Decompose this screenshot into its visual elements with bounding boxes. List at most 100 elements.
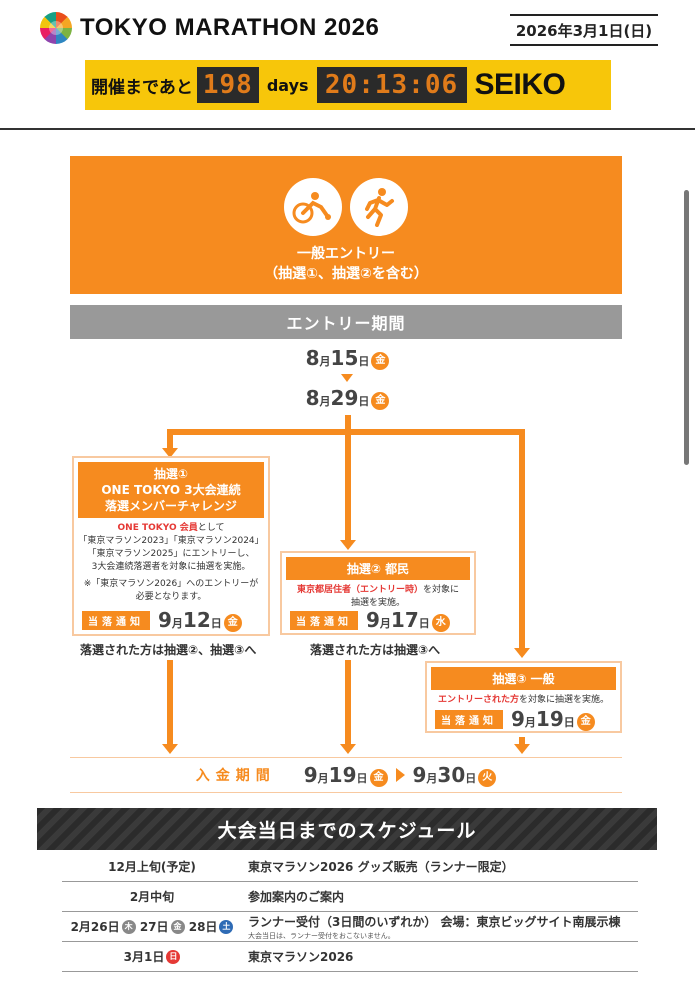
month: 9: [303, 763, 318, 787]
note-text: 必要となります。: [135, 592, 207, 602]
day-unit: 日: [356, 772, 368, 785]
lottery-2-notify: 当落通知 9月17日水: [290, 608, 450, 632]
entrant-text: エントリーされた方: [437, 695, 519, 705]
lottery-1-subtitle: ONE TOKYO 3大会連続: [101, 483, 241, 497]
entry-end-date: 8月29日金: [0, 386, 695, 410]
arrow-down-icon: [340, 744, 356, 754]
flow-line: [519, 429, 525, 649]
date-text: 28日: [188, 920, 218, 934]
schedule-what: 参加案内のご案内: [248, 890, 345, 904]
month-unit: 月: [317, 772, 329, 785]
weekday-badge: 土: [219, 920, 234, 934]
weekday-badge: 金: [223, 614, 242, 632]
month: 9: [412, 763, 427, 787]
weekday-badge: 金: [371, 352, 390, 370]
countdown-time: 20:13:06: [316, 67, 467, 103]
general-entry-banner: 一般エントリー （抽選①、抽選②を含む）: [70, 156, 622, 294]
weekday-badge: 金: [576, 713, 595, 731]
desc-text: 「東京マラソン2025」にエントリーし、: [87, 549, 255, 559]
date-text: 3月1日: [123, 950, 165, 964]
month-unit: 月: [379, 617, 391, 630]
month: 9: [511, 707, 525, 731]
day: 30: [437, 763, 466, 787]
note-text: ※「東京マラソン2026」へのエントリーが: [83, 579, 259, 589]
desc-text: 抽選を実施。: [350, 598, 405, 608]
arrow-down-icon: [514, 648, 530, 658]
month-unit: 月: [319, 355, 331, 368]
flow-line: [345, 415, 351, 430]
weekday-badge: 水: [431, 614, 450, 632]
day: 12: [182, 608, 211, 632]
notify-date: 9月19日金: [511, 707, 595, 731]
month-unit: 月: [171, 617, 183, 630]
lottery-1-notify: 当落通知 9月12日金: [82, 608, 242, 632]
schedule-what: ランナー受付（3日間のいずれか） 会場：東京ビッグサイト南展示棟 大会当日は、ラ…: [242, 913, 638, 941]
desc-text: として: [197, 523, 225, 533]
logo-text: TOKYO MARATHON 2026: [80, 14, 380, 41]
race-date: 2026年3月1日(日): [510, 14, 658, 46]
arrow-down-icon: [162, 448, 178, 458]
countdown-prefix: 開催まであと: [91, 77, 193, 98]
day-unit: 日: [358, 395, 370, 408]
payment-period: 入金期間 9月19日金 9月30日火: [70, 757, 622, 793]
countdown-days-unit: days: [266, 75, 309, 95]
lottery-2-header: 抽選② 都民: [286, 557, 470, 580]
weekday-badge: 火: [478, 769, 497, 787]
schedule-title: 大会当日までのスケジュール: [37, 808, 657, 850]
site-header: TOKYO MARATHON 2026 2026年3月1日(日) 開催まであと …: [0, 0, 695, 130]
flow-line: [345, 660, 351, 745]
schedule-row: 3月1日日 東京マラソン2026: [62, 942, 638, 972]
tokyo-resident-text: 東京都居住者（エントリー時）: [296, 585, 423, 595]
schedule-when: 12月上旬(予定): [108, 860, 196, 874]
lottery-1-box: 抽選① ONE TOKYO 3大会連続 落選メンバーチャレンジ ONE TOKY…: [72, 456, 270, 636]
one-tokyo-member-text: ONE TOKYO 会員: [117, 523, 198, 533]
lottery-3-box: 抽選③ 一般 エントリーされた方を対象に抽選を実施。 当落通知 9月19日金: [425, 661, 622, 733]
schedule-when: 2月26日木 27日金 28日土: [62, 918, 242, 935]
scrollbar-thumb[interactable]: [684, 190, 689, 465]
lottery-3-description: エントリーされた方を対象に抽選を実施。: [427, 694, 620, 707]
countdown-banner[interactable]: 開催まであと 198 days 20:13:06 SEIKO: [85, 60, 611, 110]
month: 8: [305, 346, 320, 370]
day: 19: [328, 763, 357, 787]
general-entry-title: 一般エントリー （抽選①、抽選②を含む）: [70, 244, 622, 284]
flow-line: [167, 660, 173, 745]
sponsor-logo: SEIKO: [474, 68, 566, 101]
lottery-1-title: 抽選①: [153, 467, 189, 481]
arrow-down-icon: [341, 374, 353, 382]
entry-start-date: 8月15日金: [0, 346, 695, 370]
lottery-1-header: 抽選① ONE TOKYO 3大会連続 落選メンバーチャレンジ: [78, 462, 264, 518]
day: 15: [330, 346, 359, 370]
arrow-down-icon: [162, 744, 178, 754]
runner-icon: [350, 178, 408, 236]
lottery-1-description: ONE TOKYO 会員として 「東京マラソン2023」「東京マラソン2024」…: [74, 522, 268, 604]
arrow-right-icon: [395, 768, 405, 782]
banner-title-line2: （抽選①、抽選②を含む）: [264, 266, 428, 282]
notify-label: 当落通知: [435, 709, 503, 729]
schedule-when: 3月1日日: [62, 948, 242, 965]
month-unit: 月: [319, 395, 331, 408]
month: 9: [366, 608, 380, 632]
schedule-when: 2月中旬: [129, 890, 175, 904]
schedule-row: 12月上旬(予定) 東京マラソン2026 グッズ販売（ランナー限定）: [62, 852, 638, 882]
schedule-note: 大会当日は、ランナー受付をおこないません。: [248, 931, 395, 940]
schedule-what: 東京マラソン2026: [248, 950, 354, 964]
weekday-badge: 日: [166, 950, 181, 964]
notify-label: 当落通知: [82, 610, 150, 630]
desc-text: を対象に: [423, 585, 460, 595]
desc-text: 「東京マラソン2023」「東京マラソン2024」: [78, 536, 264, 546]
notify-label: 当落通知: [290, 610, 358, 630]
desc-text: を対象に抽選を実施。: [519, 695, 610, 705]
weekday-badge: 金: [170, 920, 185, 934]
schedule-what-text: ランナー受付（3日間のいずれか） 会場：東京ビッグサイト南展示棟: [248, 914, 621, 929]
lottery-1-caption: 落選された方は抽選②、抽選③へ: [80, 643, 257, 657]
lottery-2-box: 抽選② 都民 東京都居住者（エントリー時）を対象に 抽選を実施。 当落通知 9月…: [280, 551, 476, 635]
lottery-3-notify: 当落通知 9月19日金: [435, 707, 595, 731]
schedule-what: 東京マラソン2026 グッズ販売（ランナー限定）: [248, 860, 514, 874]
month-unit: 月: [524, 716, 536, 729]
day-unit: 日: [210, 617, 222, 630]
arrow-down-icon: [514, 744, 530, 754]
date-text: 2月26日: [70, 920, 120, 934]
payment-label: 入金期間: [195, 768, 276, 784]
day-unit: 日: [563, 716, 575, 729]
site-logo[interactable]: TOKYO MARATHON 2026: [40, 12, 379, 44]
